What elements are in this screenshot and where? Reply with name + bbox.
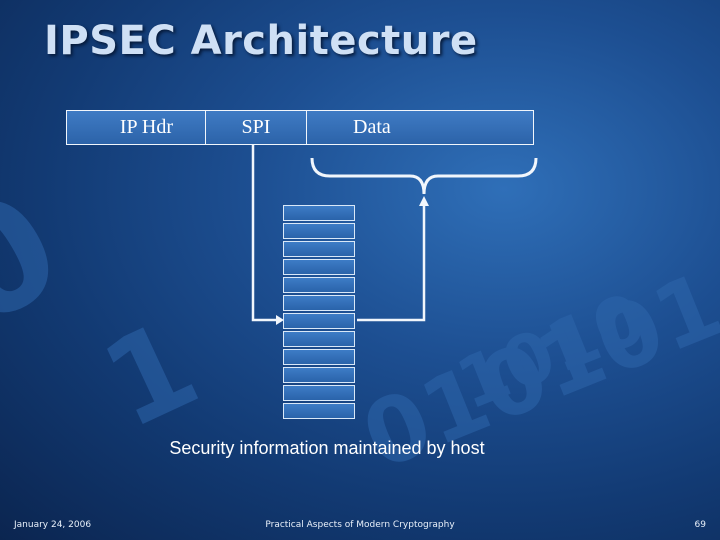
- sa-table-row: [283, 331, 355, 347]
- ipsec-packet: IP Hdr SPI Data: [66, 110, 534, 145]
- footer-date: January 24, 2006: [14, 520, 92, 530]
- sa-table-row: [283, 241, 355, 257]
- sa-table-row: [283, 259, 355, 275]
- ip-header-label: IP Hdr: [119, 116, 173, 138]
- sa-table-row: [283, 313, 355, 329]
- sa-table-row: [283, 403, 355, 419]
- sa-table-row: [283, 349, 355, 365]
- sa-to-data-arrowhead: [419, 196, 429, 206]
- packet-field-ip-header: IP Hdr: [67, 111, 205, 144]
- packet-field-spi: SPI: [205, 111, 306, 144]
- sa-table-row: [283, 205, 355, 221]
- sa-table-row: [283, 367, 355, 383]
- data-label: Data: [353, 116, 391, 138]
- spi-label: SPI: [241, 116, 271, 138]
- footer-course-title: Practical Aspects of Modern Cryptography: [265, 520, 455, 530]
- packet-field-data: Data: [306, 111, 533, 144]
- diagram-caption: Security information maintained by host: [169, 438, 485, 458]
- slide-title: IPSEC Architecture: [44, 18, 478, 64]
- data-brace: [310, 157, 538, 195]
- spi-pointer-line: [251, 145, 280, 322]
- sa-table-row: [283, 385, 355, 401]
- sa-table-row: [283, 223, 355, 239]
- spi-pointer-arrowhead: [276, 315, 284, 325]
- footer-page-number: 69: [694, 520, 706, 530]
- sa-table-row: [283, 277, 355, 293]
- sa-to-data-line: [357, 203, 426, 322]
- sa-table-row: [283, 295, 355, 311]
- security-association-table: [283, 205, 355, 421]
